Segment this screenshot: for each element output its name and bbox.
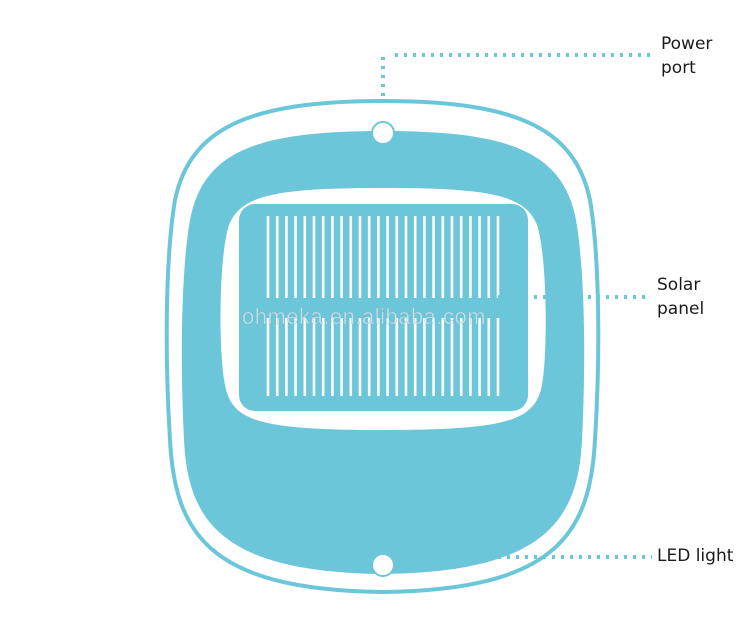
led-light-icon <box>371 553 395 577</box>
solar-panel <box>239 204 528 411</box>
solar-panel-label: Solar panel <box>657 275 705 319</box>
power-port-leader <box>381 53 652 96</box>
watermark: ohmeka.en.alibaba.com <box>242 304 487 330</box>
power-port-label: Power port <box>661 34 713 78</box>
power-port-icon <box>371 121 395 145</box>
led-light-label: LED light <box>657 546 734 566</box>
solar-panel-cells <box>266 216 500 396</box>
